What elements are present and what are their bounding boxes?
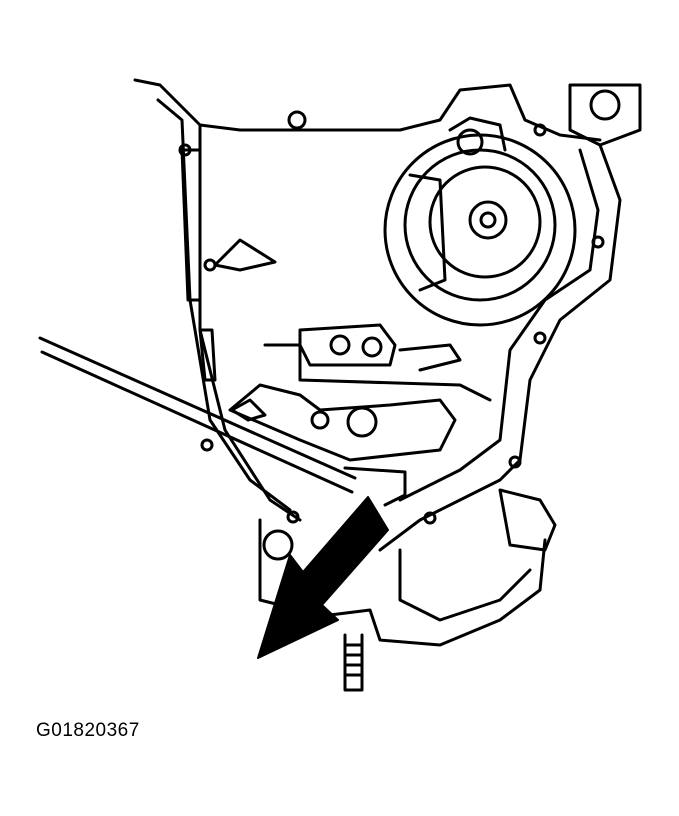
bolt-hole xyxy=(178,143,192,157)
pump-inner-ring xyxy=(428,165,542,279)
bolt-hole xyxy=(591,235,605,249)
side-sensor-block xyxy=(498,488,557,552)
pump-hub-center xyxy=(479,211,497,229)
lower-housing-inner xyxy=(398,548,532,622)
top-right-boss-outline xyxy=(568,83,642,147)
bracket-hole xyxy=(361,336,383,358)
lower-left-boss xyxy=(262,529,294,561)
pump-hub xyxy=(468,200,508,240)
engine-illustration xyxy=(38,78,642,692)
bolt-hole xyxy=(533,331,547,345)
lower-bracket-hole xyxy=(310,410,330,430)
pump-housing-top xyxy=(448,116,507,152)
sensor-stud xyxy=(343,633,364,692)
bracket-arm xyxy=(263,343,492,402)
callout-arrow xyxy=(257,496,389,659)
bracket-flange xyxy=(398,343,462,372)
tool-hook xyxy=(343,466,407,507)
bolt-hole xyxy=(533,123,547,137)
pump-outer-ring xyxy=(383,133,577,327)
bracket-hole xyxy=(329,334,351,356)
figure-id-label: G01820367 xyxy=(36,720,140,741)
bolt-hole xyxy=(200,438,214,452)
pump-top-bolt xyxy=(456,128,484,156)
left-wedge xyxy=(213,238,277,272)
lower-bracket-ear xyxy=(230,398,267,422)
top-edge xyxy=(198,83,602,142)
bolt-hole xyxy=(286,510,300,524)
bolt-hole xyxy=(508,455,522,469)
lower-bracket-hole-large xyxy=(346,406,378,438)
pump-belt-edge xyxy=(408,173,447,292)
tool-rod xyxy=(38,336,357,494)
right-gasket-edge xyxy=(378,143,622,552)
left-gasket-outline xyxy=(133,78,302,522)
bolt-hole xyxy=(423,511,437,525)
top-right-boss xyxy=(589,89,621,121)
lower-bracket xyxy=(228,383,457,462)
top-small-stud xyxy=(287,110,307,130)
right-gasket-inner xyxy=(398,148,600,502)
left-slot xyxy=(180,148,202,302)
left-slot-lower xyxy=(198,328,217,382)
sensor-stud-ribs xyxy=(343,643,364,677)
left-gasket-inner xyxy=(156,98,292,512)
